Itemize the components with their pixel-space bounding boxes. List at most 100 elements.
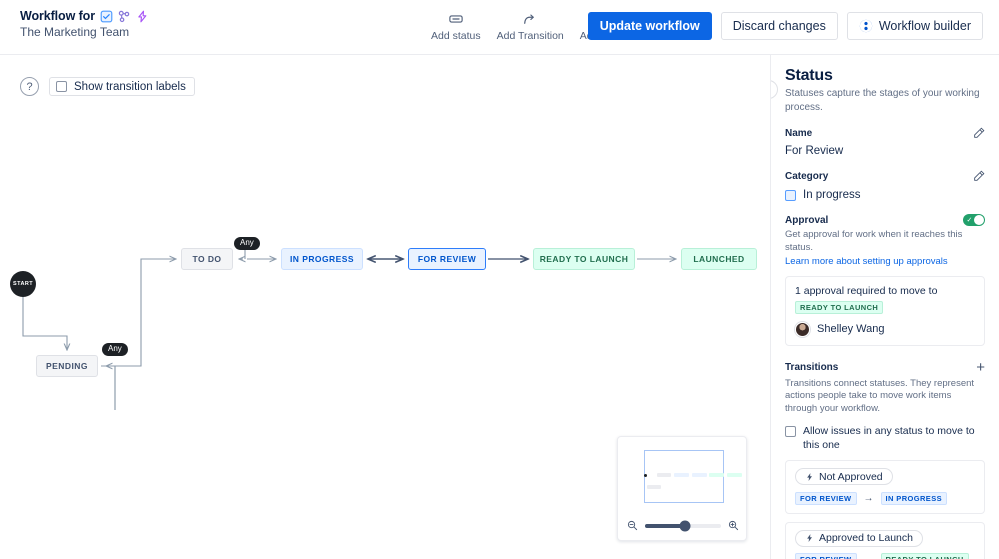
add-transition-button[interactable]: Add Transition [494, 9, 567, 44]
top-bar: Workflow for The Marketing Team Add stat… [0, 0, 999, 55]
allow-any-status-checkbox[interactable] [785, 426, 796, 438]
workflow-builder-label: Workflow builder [878, 19, 971, 33]
add-status-button[interactable]: Add status [428, 9, 484, 44]
approver-name: Shelley Wang [817, 323, 885, 336]
transition-flow: FOR REVIEW → IN PROGRESS [795, 491, 975, 505]
approval-toggle[interactable]: ✓ [963, 214, 985, 226]
status-details-panel: ❯ Status Statuses capture the stages of … [770, 55, 999, 559]
canvas-toolbar: ? Show transition labels [20, 77, 195, 96]
approval-label: Approval [785, 214, 829, 226]
transition-to-badge: IN PROGRESS [880, 491, 948, 505]
node-to-do[interactable]: TO DO [181, 248, 233, 270]
transition-arrow-icon [523, 11, 537, 26]
edit-name-icon[interactable] [973, 127, 985, 139]
arrow-right-icon: → [864, 554, 874, 559]
lightning-bolt-icon [805, 472, 814, 482]
task-checkbox-icon [100, 10, 113, 23]
show-transition-labels-label: Show transition labels [74, 80, 186, 93]
minimap-node [709, 473, 724, 477]
lightning-bolt-icon [805, 533, 814, 543]
avatar [795, 321, 810, 337]
minimap-start-dot [643, 474, 647, 477]
help-icon[interactable]: ? [20, 77, 39, 96]
workflow-title-block: Workflow for The Marketing Team [20, 9, 149, 39]
workflow-edges [22, 245, 770, 410]
transition-to-badge: READY TO LAUNCH [880, 553, 969, 559]
workflow-builder-button[interactable]: Workflow builder [846, 12, 983, 40]
zoom-in-icon[interactable] [728, 520, 739, 531]
zoom-slider[interactable] [645, 520, 721, 531]
transition-flow: FOR REVIEW → READY TO LAUNCH [795, 553, 975, 559]
name-label: Name [785, 127, 813, 139]
minimap-node [657, 473, 671, 477]
header-actions: Update workflow Discard changes Workflow… [587, 12, 983, 40]
transitions-description: Transitions connect statuses. They repre… [785, 377, 975, 415]
update-workflow-button[interactable]: Update workflow [587, 12, 712, 40]
workflow-canvas[interactable]: ? Show transition labels [0, 55, 770, 559]
allow-any-status-label: Allow issues in any status to move to th… [803, 425, 975, 451]
bolt-icon [136, 10, 149, 23]
node-launched[interactable]: LAUNCHED [681, 248, 757, 270]
approval-card[interactable]: 1 approval required to move to READY TO … [785, 275, 985, 346]
arrow-right-icon: → [863, 492, 874, 504]
plus-icon[interactable]: + [976, 358, 985, 376]
name-field-header: Name [785, 127, 985, 139]
transition-name: Approved to Launch [819, 532, 913, 545]
transition-from-badge: FOR REVIEW [795, 553, 857, 559]
chevron-right-icon[interactable]: ❯ [771, 80, 778, 99]
transition-card[interactable]: Not Approved FOR REVIEW → IN PROGRESS [785, 460, 985, 514]
status-pill-icon [449, 11, 463, 26]
category-value-row: In progress [785, 189, 985, 201]
minimap-node [674, 473, 689, 477]
zoom-out-icon[interactable] [627, 520, 638, 531]
zoom-slider-fill [645, 523, 686, 528]
minimap-node [727, 473, 742, 477]
minimap-node [692, 473, 707, 477]
approver-row[interactable]: Shelley Wang [795, 321, 975, 337]
node-ready-to-launch[interactable]: READY TO LAUNCH [533, 248, 635, 270]
show-transition-labels-toggle[interactable]: Show transition labels [49, 77, 195, 96]
transition-from-badge: FOR REVIEW [795, 491, 857, 505]
node-pending[interactable]: PENDING [36, 355, 98, 377]
workflow-subtitle: The Marketing Team [20, 25, 130, 39]
approval-header: Approval ✓ [785, 214, 985, 226]
name-value: For Review [785, 145, 844, 157]
branch-icon [118, 10, 131, 23]
transition-name-pill[interactable]: Approved to Launch [795, 529, 923, 547]
transitions-label: Transitions [785, 361, 839, 373]
panel-title: Status [785, 67, 833, 84]
category-field-header: Category [785, 170, 985, 182]
transition-name-pill[interactable]: Not Approved [795, 468, 893, 486]
check-icon: ✓ [966, 216, 973, 224]
edit-category-icon[interactable] [973, 170, 985, 182]
zoom-slider-group[interactable] [627, 520, 739, 531]
zoom-slider-handle[interactable] [679, 520, 691, 531]
transition-card[interactable]: Approved to Launch FOR REVIEW → READY TO… [785, 521, 985, 559]
approval-learn-more-link[interactable]: Learn more about setting up approvals [785, 255, 948, 267]
category-label: Category [785, 170, 829, 182]
any-badge-pending[interactable]: Any [102, 343, 128, 356]
transition-name: Not Approved [819, 470, 883, 483]
approval-target-status-badge: READY TO LAUNCH [795, 300, 884, 314]
category-value: In progress [803, 189, 861, 201]
minimap-viewport[interactable] [643, 450, 742, 503]
minimap-node [647, 485, 661, 489]
any-badge-todo[interactable]: Any [234, 237, 260, 250]
category-color-swatch [785, 189, 796, 201]
add-status-label: Add status [431, 30, 481, 42]
node-for-review[interactable]: FOR REVIEW [408, 248, 486, 270]
page-title: Workflow for [20, 9, 95, 23]
add-transition-label: Add Transition [496, 30, 564, 42]
workflow-builder-icon [859, 19, 873, 33]
start-node[interactable]: START [10, 271, 36, 297]
panel-description: Statuses capture the stages of your work… [785, 88, 980, 113]
approval-card-text: 1 approval required to move to [795, 284, 938, 297]
allow-any-status-row[interactable]: Allow issues in any status to move to th… [785, 425, 985, 452]
show-transition-labels-checkbox[interactable] [56, 81, 67, 92]
node-in-progress[interactable]: IN PROGRESS [281, 248, 363, 270]
toggle-knob [974, 215, 984, 225]
approval-description: Get approval for work when it reaches th… [785, 229, 963, 253]
minimap[interactable] [617, 436, 747, 541]
transitions-header: Transitions + [785, 360, 985, 375]
discard-changes-button[interactable]: Discard changes [720, 12, 838, 40]
